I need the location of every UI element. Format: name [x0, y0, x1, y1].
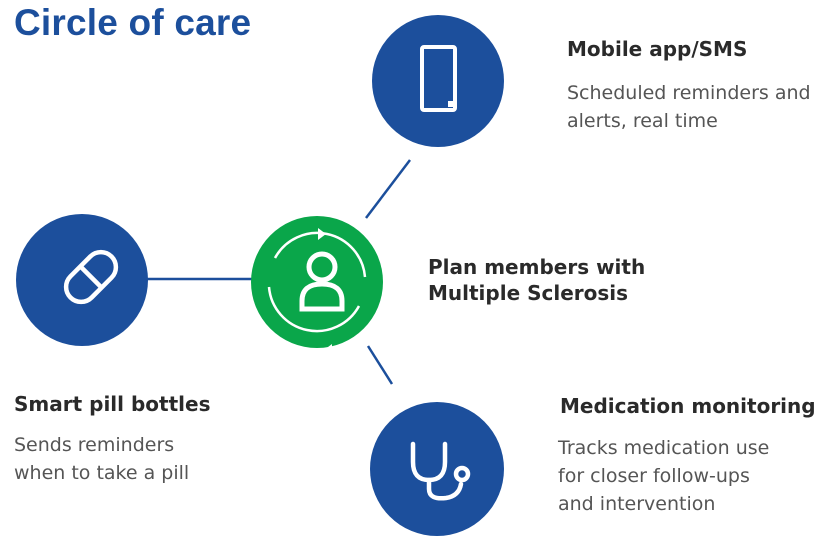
pill-heading: Smart pill bottles — [14, 392, 211, 416]
mobile-description-line-1: Scheduled reminders and — [567, 82, 811, 104]
pill-node — [16, 214, 148, 346]
mobile-description-line-2: alerts, real time — [567, 110, 718, 132]
pill-description-line-1: Sends reminders — [14, 434, 175, 456]
pill-description-line-2: when to take a pill — [14, 462, 190, 484]
center-heading: Plan members with Multiple Sclerosis — [428, 254, 645, 306]
pill-icon — [63, 249, 119, 305]
center-heading-line-1: Plan members with — [428, 255, 646, 279]
arrow-head-top-icon — [318, 228, 326, 240]
cycle-arrows-icon — [267, 231, 367, 333]
mobile-description: Scheduled reminders and alerts, real tim… — [567, 79, 811, 135]
pill-description: Sends reminders when to take a pill — [14, 431, 189, 487]
stethoscope-icon — [410, 441, 471, 501]
mobile-heading: Mobile app/SMS — [567, 37, 748, 61]
monitoring-description-line-2: for closer follow-ups — [558, 465, 750, 487]
monitoring-description-line-3: and intervention — [558, 493, 716, 515]
arrow-head-bottom-icon — [324, 344, 332, 356]
center-node — [251, 216, 383, 356]
mobile-node — [372, 15, 504, 147]
monitoring-description-line-1: Tracks medication use — [558, 437, 770, 459]
connector-center-mobile — [365, 159, 411, 219]
monitoring-node — [370, 402, 504, 536]
page-title: Circle of care — [14, 2, 252, 43]
monitoring-description: Tracks medication use for closer follow-… — [558, 434, 769, 518]
monitoring-heading: Medication monitoring — [560, 394, 816, 418]
smartphone-icon — [420, 45, 457, 112]
person-icon — [299, 251, 345, 312]
connector-center-monitoring — [366, 345, 394, 385]
center-heading-line-2: Multiple Sclerosis — [428, 281, 629, 305]
